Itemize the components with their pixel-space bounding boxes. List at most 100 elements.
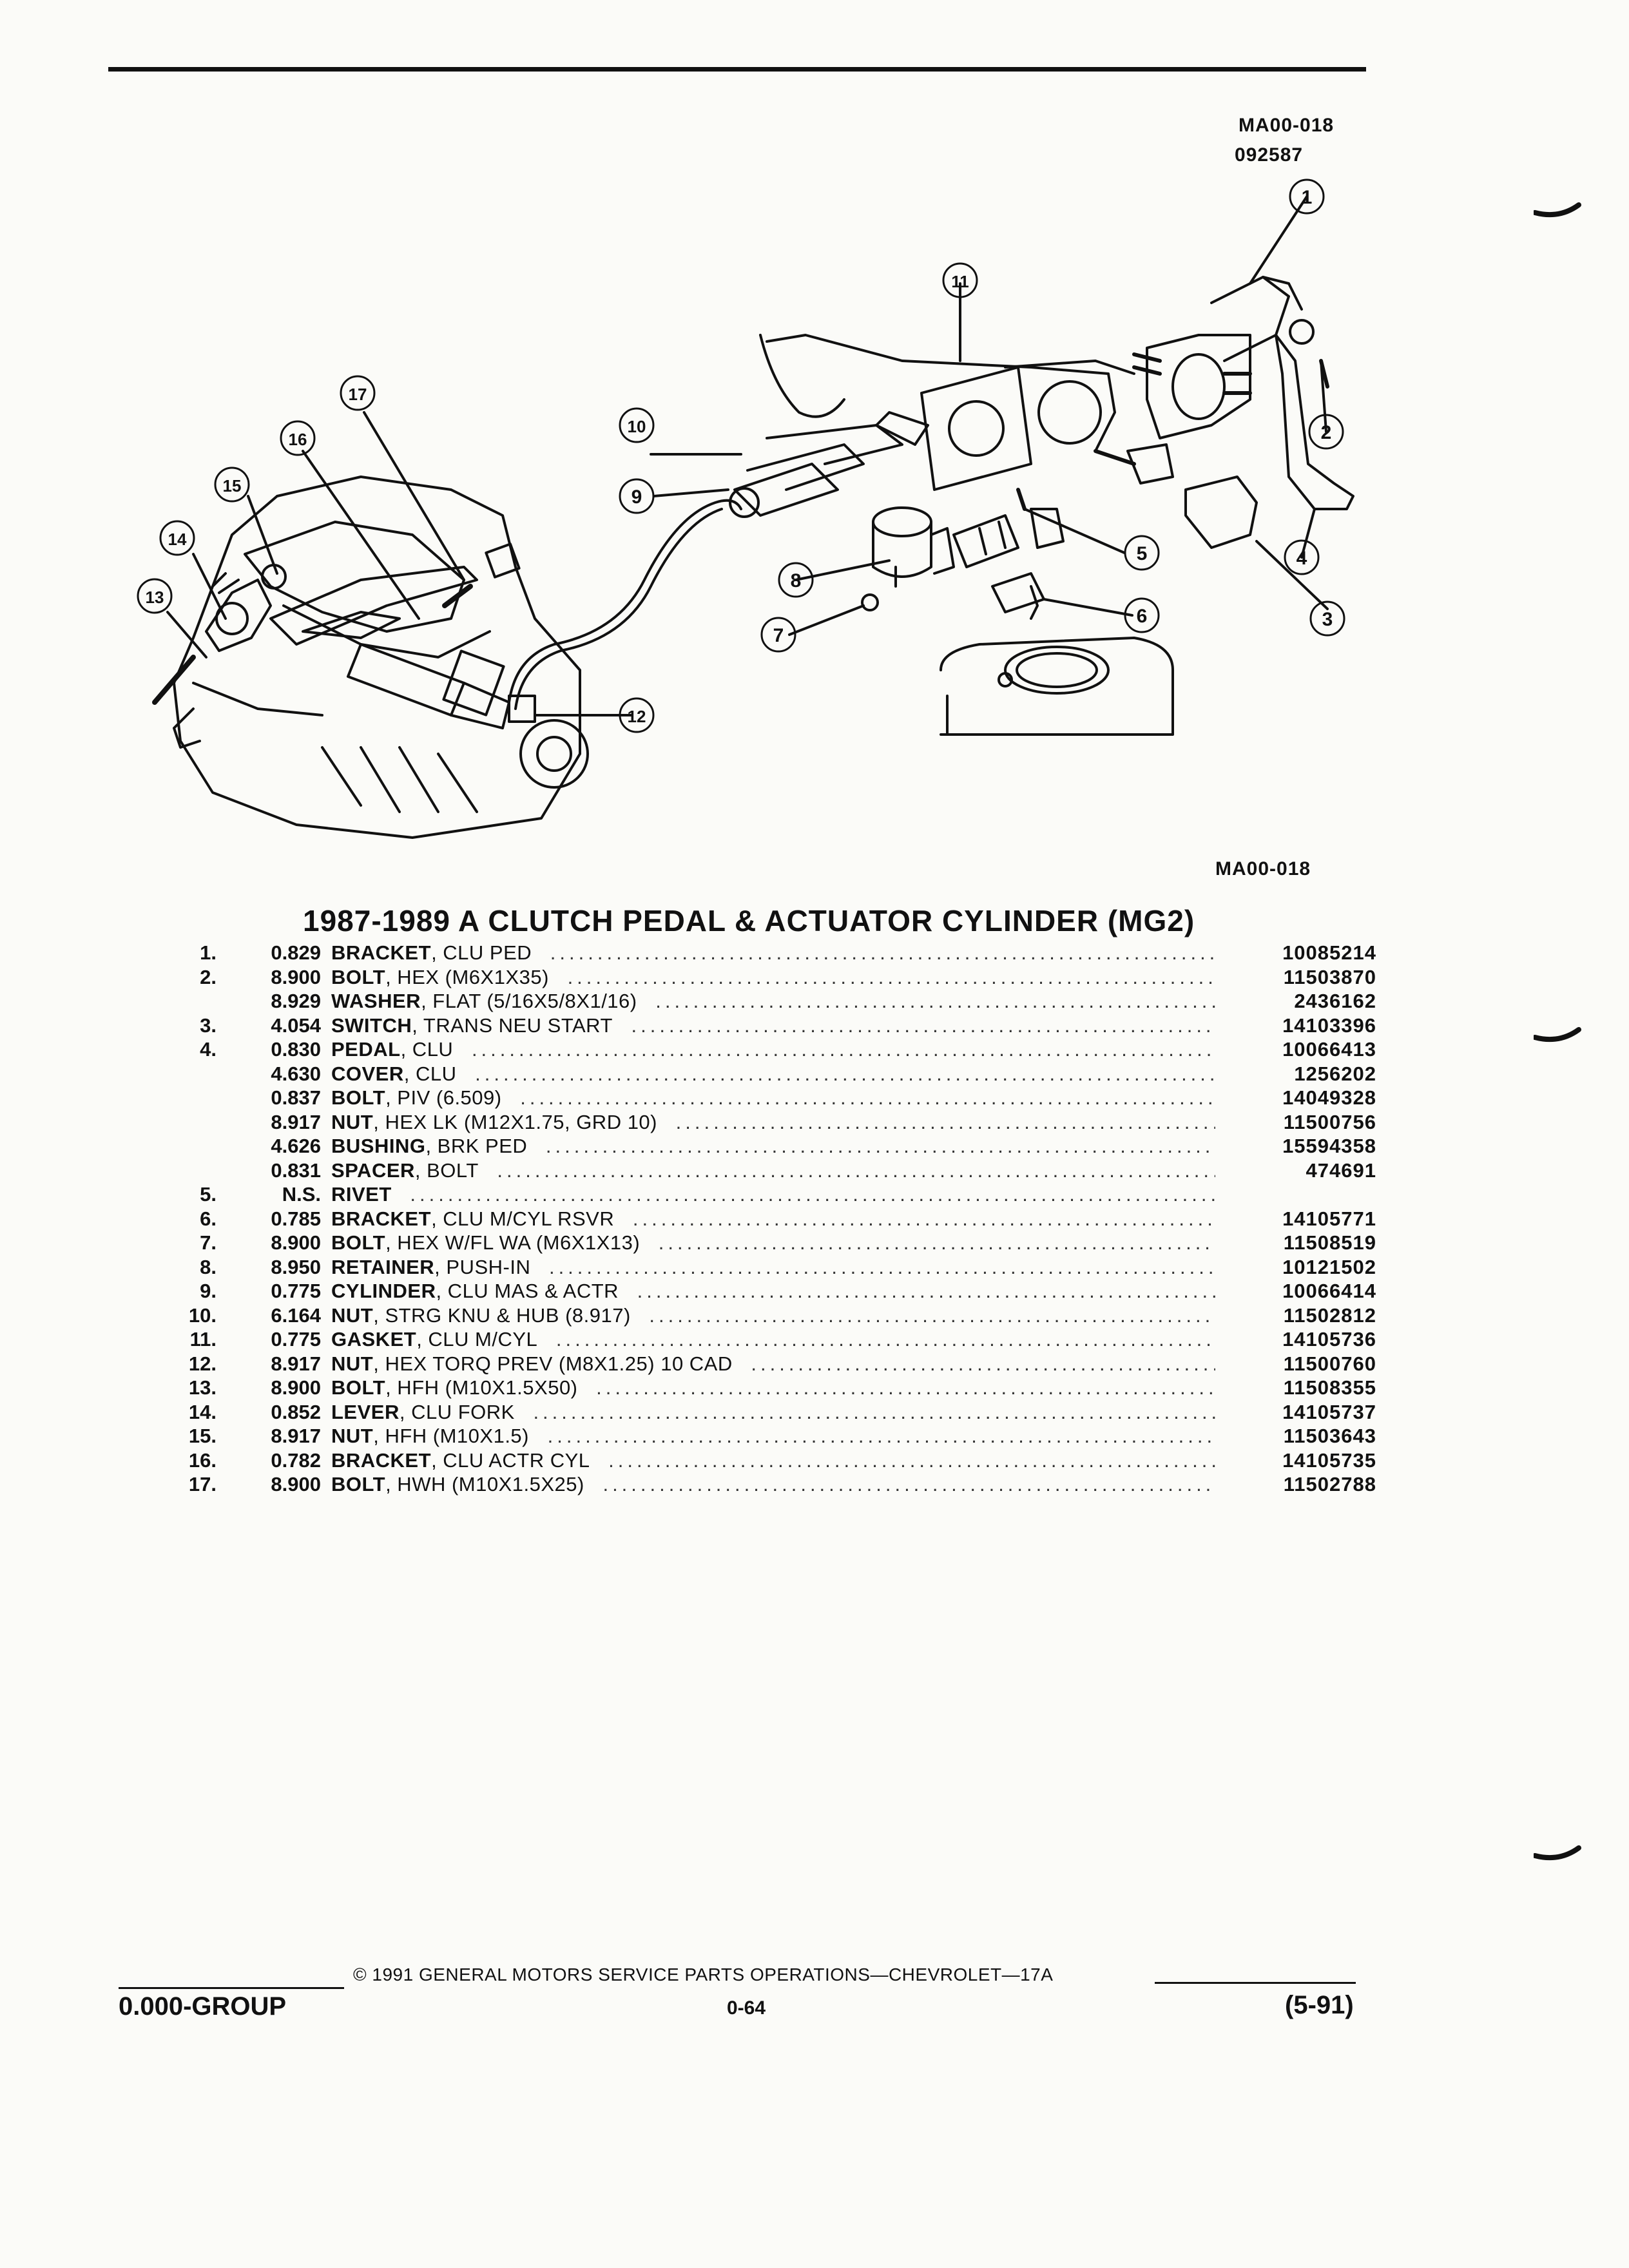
leader-dots: ........................................…: [632, 1207, 1215, 1230]
part-detail: , HEX LK (M12X1.75, GRD 10): [373, 1110, 657, 1133]
callout-9: 9: [631, 486, 642, 508]
callout-10: 10: [628, 417, 646, 436]
part-description: BOLT, HEX (M6X1X35) ....................…: [331, 965, 1215, 989]
part-name: RIVET: [331, 1183, 392, 1206]
part-number: 10066413: [1282, 1038, 1376, 1061]
parts-row: 5.N.S.RIVET ............................…: [165, 1182, 1376, 1207]
part-name: SPACER: [331, 1158, 415, 1182]
part-number: 1256202: [1294, 1062, 1376, 1085]
part-name: SWITCH: [331, 1014, 412, 1037]
margin-mark-1: [1534, 202, 1581, 218]
part-description: BOLT, HEX W/FL WA (M6X1X13) ............…: [331, 1231, 1215, 1254]
item-number: 9.: [200, 1280, 217, 1302]
group-number: 8.900: [271, 965, 321, 988]
footer-rule-right: [1155, 1982, 1356, 1984]
part-number: 10066414: [1282, 1280, 1376, 1302]
part-detail: , HFH (M10X1.5): [373, 1425, 529, 1447]
group-number: 0.775: [271, 1280, 321, 1302]
callout-14: 14: [168, 530, 187, 549]
part-name: WASHER: [331, 990, 421, 1012]
group-number: 4.054: [271, 1014, 321, 1037]
leader-dots: ........................................…: [520, 1086, 1215, 1109]
leader-dots: ........................................…: [751, 1352, 1215, 1375]
group-number: 0.775: [271, 1328, 321, 1350]
callout-4: 4: [1296, 548, 1307, 569]
part-name: LEVER: [331, 1400, 400, 1423]
top-rule: [108, 67, 1366, 72]
part-number: 14105771: [1282, 1207, 1376, 1230]
leader-dots: ........................................…: [550, 941, 1215, 964]
part-name: BRACKET: [331, 1207, 432, 1230]
part-description: BOLT, HFH (M10X1.5X50) .................…: [331, 1376, 1215, 1399]
part-detail: , FLAT (5/16X5/8X1/16): [421, 990, 637, 1012]
leader-dots: ........................................…: [637, 1280, 1215, 1302]
part-detail: , BOLT: [414, 1158, 479, 1182]
copyright-line: © 1991 GENERAL MOTORS SERVICE PARTS OPER…: [353, 1965, 1054, 1984]
group-number: 8.900: [271, 1376, 321, 1399]
part-detail: , CLU PED: [431, 941, 532, 964]
item-number: 10.: [188, 1303, 217, 1327]
callout-7: 7: [773, 625, 784, 646]
revision-code: (5-91): [1285, 1991, 1354, 2019]
part-number: 14105735: [1282, 1448, 1376, 1472]
leader-dots: ........................................…: [475, 1062, 1215, 1085]
part-detail: , CLU FORK: [399, 1400, 515, 1423]
margin-mark-3: [1534, 1845, 1581, 1861]
part-number: 10085214: [1282, 941, 1376, 964]
group-number: 8.917: [271, 1352, 321, 1375]
group-number: 8.917: [271, 1425, 321, 1447]
part-detail: , CLU ACTR CYL: [431, 1448, 590, 1472]
item-number: 13.: [188, 1376, 217, 1399]
leader-dots: ........................................…: [675, 1110, 1215, 1133]
part-detail: , HEX (M6X1X35): [385, 965, 549, 988]
part-description: NUT, HEX TORQ PREV (M8X1.25) 10 CAD ....…: [331, 1352, 1215, 1376]
part-detail: , TRANS NEU START: [412, 1014, 613, 1037]
leader-dots: ........................................…: [471, 1038, 1215, 1061]
callout-3: 3: [1322, 609, 1333, 630]
part-number: 11508355: [1283, 1376, 1376, 1399]
group-number: 0.830: [271, 1038, 321, 1061]
group-label: 0.000-GROUP: [119, 1992, 287, 2021]
part-number: 474691: [1306, 1158, 1376, 1182]
item-number: 8.: [200, 1255, 217, 1278]
part-number: 10121502: [1282, 1255, 1376, 1278]
group-number: 6.164: [271, 1303, 321, 1327]
leader-dots: ........................................…: [658, 1231, 1215, 1254]
group-number: 0.785: [271, 1207, 321, 1230]
exploded-parts-diagram: 1 2 3 4 5 6 7 8 9 10 11 12 13 14 15 16 1…: [137, 178, 1354, 839]
item-number: 15.: [188, 1425, 217, 1447]
item-number: 5.: [200, 1183, 217, 1206]
date-code: 092587: [1235, 144, 1304, 166]
part-number: 15594358: [1282, 1135, 1376, 1157]
part-name: BRACKET: [331, 941, 432, 964]
callout-17: 17: [349, 385, 367, 404]
part-detail: , PIV (6.509): [385, 1086, 502, 1109]
part-description: NUT, HFH (M10X1.5) .....................…: [331, 1424, 1215, 1448]
callout-5: 5: [1137, 543, 1148, 564]
part-name: NUT: [331, 1425, 374, 1447]
footer-rule-left: [119, 1987, 344, 1989]
part-number: 11502788: [1283, 1473, 1376, 1495]
part-detail: , PUSH-IN: [434, 1255, 531, 1278]
leader-dots: ........................................…: [555, 1328, 1215, 1350]
part-description: BRACKET, CLU ACTR CYL ..................…: [331, 1448, 1215, 1472]
leader-dots: ........................................…: [567, 965, 1215, 988]
part-detail: , BRK PED: [425, 1135, 528, 1157]
callout-12: 12: [628, 707, 646, 726]
part-name: BOLT: [331, 1473, 386, 1495]
part-name: BUSHING: [331, 1135, 426, 1157]
group-number: 0.852: [271, 1400, 321, 1423]
item-number: 7.: [200, 1231, 217, 1254]
